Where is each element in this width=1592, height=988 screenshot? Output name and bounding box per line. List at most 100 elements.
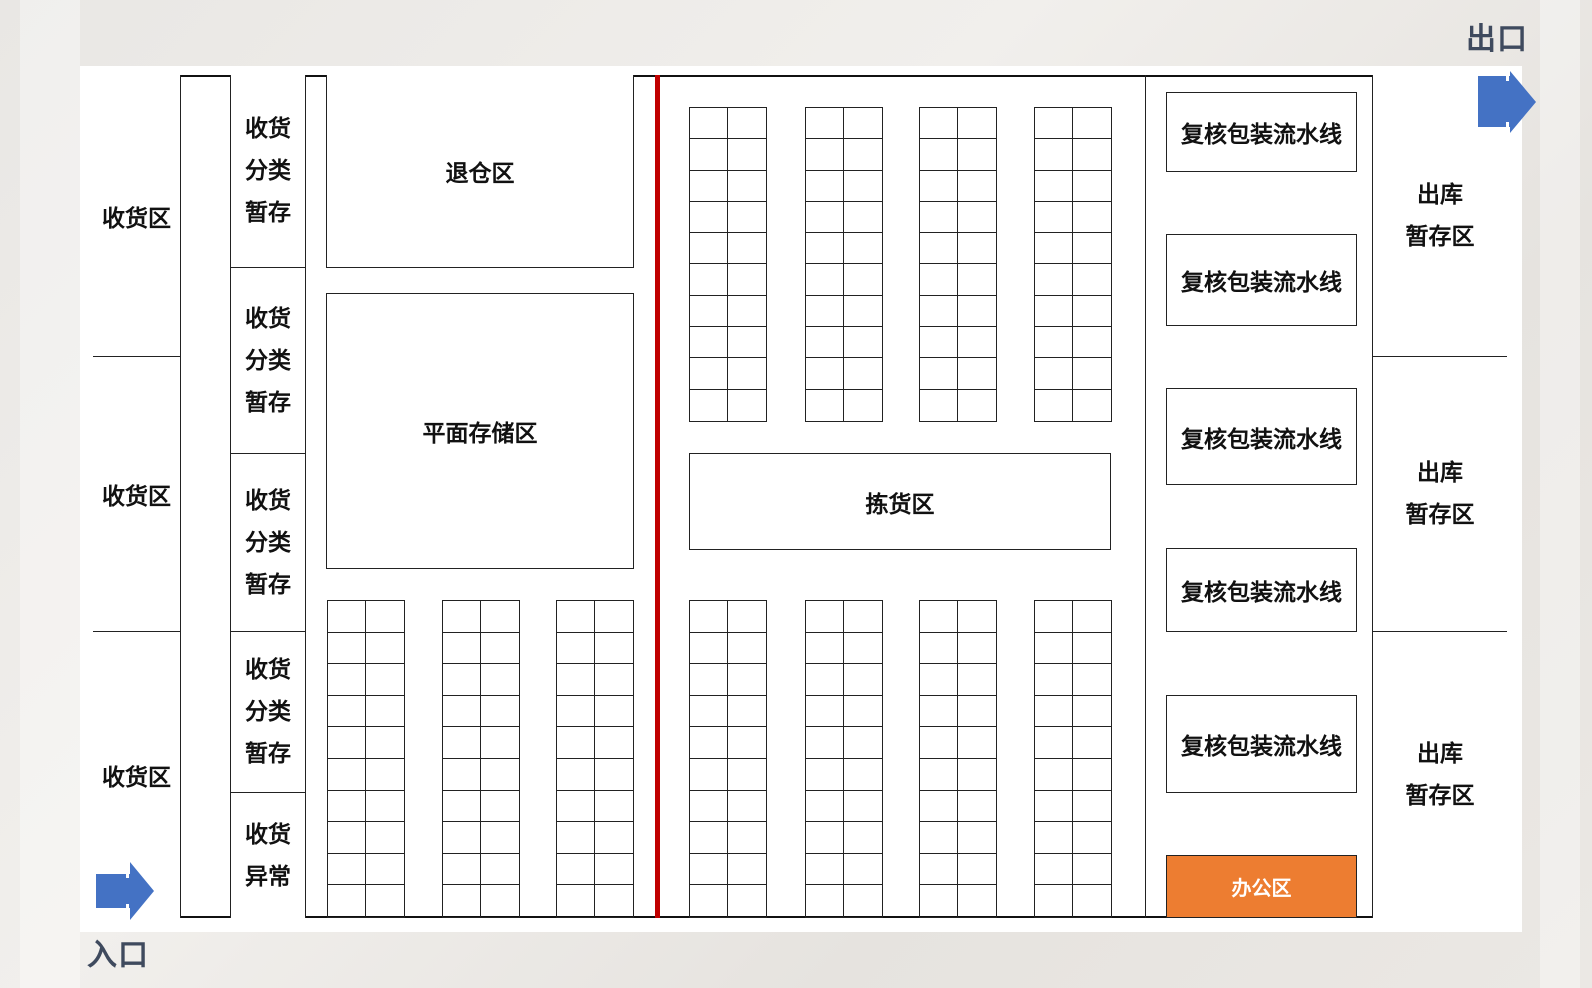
storage-rack[interactable] bbox=[689, 107, 767, 422]
packing-line-4[interactable]: 复核包装流水线 bbox=[1166, 548, 1357, 632]
rack-slot bbox=[958, 822, 996, 854]
receiving-zone-label: 收货区 bbox=[102, 205, 171, 232]
picking-zone[interactable]: 拣货区 bbox=[689, 453, 1111, 550]
rack-slot bbox=[958, 601, 996, 633]
rack-slot bbox=[443, 853, 481, 886]
rack-slot bbox=[728, 233, 766, 265]
receiving-staging-4[interactable]: 收货 分类 暂存 bbox=[230, 631, 306, 793]
rack-slot bbox=[481, 696, 519, 728]
rack-slot bbox=[595, 885, 633, 917]
rack-slot bbox=[844, 696, 882, 728]
rack-slot bbox=[1073, 759, 1111, 791]
packing-line-3[interactable]: 复核包装流水线 bbox=[1166, 388, 1357, 485]
receiving-staging-1[interactable]: 收货 分类 暂存 bbox=[230, 75, 306, 268]
rack-slot bbox=[844, 139, 882, 171]
rack-slot bbox=[806, 108, 844, 140]
packing-line-2[interactable]: 复核包装流水线 bbox=[1166, 234, 1357, 326]
rack-slot bbox=[1073, 108, 1111, 140]
rack-slot bbox=[328, 822, 366, 854]
storage-rack[interactable] bbox=[556, 600, 634, 918]
rack-slot bbox=[690, 389, 728, 421]
return-zone[interactable]: 退仓区 bbox=[326, 75, 634, 268]
rack-slot bbox=[728, 171, 766, 202]
rack-slot bbox=[844, 601, 882, 633]
rack-slot bbox=[1035, 601, 1073, 633]
rack-slot bbox=[806, 695, 844, 728]
receiving-zone-label: 收货区 bbox=[102, 484, 171, 510]
rack-slot bbox=[1035, 139, 1073, 171]
rack-slot bbox=[1035, 853, 1073, 886]
storage-rack[interactable] bbox=[327, 600, 405, 918]
rack-slot bbox=[844, 664, 882, 696]
storage-rack[interactable] bbox=[919, 107, 997, 422]
outbound-staging-1[interactable]: 出库 暂存区 bbox=[1372, 75, 1507, 357]
receiving-zone-1[interactable]: 收货区 bbox=[93, 75, 181, 357]
exit-arrow-icon bbox=[1478, 71, 1536, 133]
rack-slot bbox=[481, 854, 519, 886]
office-label: 办公区 bbox=[1231, 876, 1292, 900]
rack-slot bbox=[443, 790, 481, 823]
receiving-staging-label: 收货 分类 暂存 bbox=[245, 305, 291, 416]
rack-slot bbox=[1073, 664, 1111, 696]
rack-slot bbox=[328, 601, 366, 633]
storage-rack[interactable] bbox=[805, 600, 883, 918]
exit-label: 出口 bbox=[1466, 22, 1528, 57]
rack-slot bbox=[1073, 696, 1111, 728]
office-zone[interactable]: 办公区 bbox=[1166, 855, 1357, 918]
rack-slot bbox=[920, 790, 958, 823]
packing-line-1[interactable]: 复核包装流水线 bbox=[1166, 92, 1357, 172]
rack-slot bbox=[806, 759, 844, 791]
rack-slot bbox=[481, 633, 519, 665]
rack-slot bbox=[728, 791, 766, 823]
storage-rack[interactable] bbox=[805, 107, 883, 422]
rack-slot bbox=[557, 853, 595, 886]
storage-rack[interactable] bbox=[442, 600, 520, 918]
rack-slot bbox=[1035, 108, 1073, 140]
rack-slot bbox=[690, 727, 728, 759]
rack-slot bbox=[728, 854, 766, 886]
rack-slot bbox=[1035, 233, 1073, 265]
rack-slot bbox=[920, 853, 958, 886]
rack-slot bbox=[481, 727, 519, 759]
rack-slot bbox=[595, 791, 633, 823]
outbound-staging-2[interactable]: 出库 暂存区 bbox=[1372, 356, 1507, 632]
rack-slot bbox=[366, 664, 404, 696]
rack-slot bbox=[920, 759, 958, 791]
rack-slot bbox=[958, 885, 996, 917]
rack-slot bbox=[328, 853, 366, 886]
receiving-exception[interactable]: 收货 异常 bbox=[230, 792, 306, 918]
rack-slot bbox=[728, 822, 766, 854]
rack-slot bbox=[366, 759, 404, 791]
storage-rack[interactable] bbox=[1034, 600, 1112, 918]
rack-slot bbox=[806, 632, 844, 665]
rack-slot bbox=[958, 727, 996, 759]
outbound-staging-3[interactable]: 出库 暂存区 bbox=[1372, 631, 1507, 918]
rack-slot bbox=[328, 885, 366, 917]
storage-rack[interactable] bbox=[1034, 107, 1112, 422]
rack-slot bbox=[366, 854, 404, 886]
packing-line-5[interactable]: 复核包装流水线 bbox=[1166, 695, 1357, 793]
rack-slot bbox=[1035, 632, 1073, 665]
rack-slot bbox=[728, 759, 766, 791]
rack-slot bbox=[728, 664, 766, 696]
picking-zone-label: 拣货区 bbox=[865, 491, 935, 518]
rack-slot bbox=[1073, 327, 1111, 359]
rack-slot bbox=[690, 327, 728, 359]
rack-slot bbox=[844, 171, 882, 202]
receiving-staging-2[interactable]: 收货 分类 暂存 bbox=[230, 267, 306, 454]
receiving-staging-3[interactable]: 收货 分类 暂存 bbox=[230, 453, 306, 632]
rack-slot bbox=[920, 233, 958, 265]
receiving-zone-3[interactable]: 收货区 bbox=[93, 631, 181, 918]
rack-slot bbox=[958, 854, 996, 886]
rack-slot bbox=[1035, 759, 1073, 791]
storage-rack[interactable] bbox=[919, 600, 997, 918]
rack-slot bbox=[958, 664, 996, 696]
rack-slot bbox=[1073, 601, 1111, 633]
floor-storage-zone[interactable]: 平面存储区 bbox=[326, 293, 634, 569]
rack-slot bbox=[920, 664, 958, 696]
receiving-zone-2[interactable]: 收货区 bbox=[93, 356, 181, 632]
rack-slot bbox=[1035, 358, 1073, 390]
rack-slot bbox=[690, 853, 728, 886]
rack-slot bbox=[844, 264, 882, 296]
storage-rack[interactable] bbox=[689, 600, 767, 918]
